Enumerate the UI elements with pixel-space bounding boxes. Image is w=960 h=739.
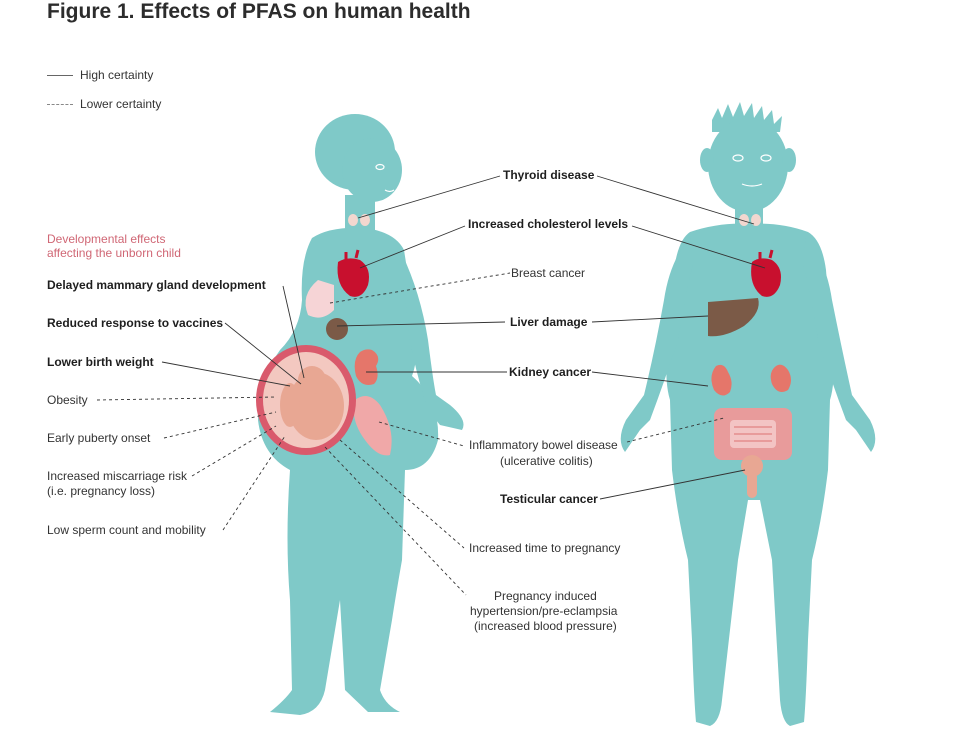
- male-face: [732, 154, 772, 187]
- male-kidney-right: [770, 364, 791, 392]
- male-kidney-left: [711, 364, 732, 396]
- label-hypertension-3: (increased blood pressure): [474, 619, 617, 633]
- label-increased-cholesterol: Increased cholesterol levels: [468, 217, 629, 231]
- male-testicular-organ: [741, 455, 763, 498]
- label-obesity: Obesity: [47, 393, 88, 407]
- developmental-heading-line1: Developmental effects: [47, 232, 166, 246]
- female-kidney: [354, 349, 379, 385]
- label-ibd-sub: (ulcerative colitis): [500, 454, 593, 468]
- label-miscarriage: Increased miscarriage risk: [47, 469, 188, 483]
- label-reduced-vaccine-response: Reduced response to vaccines: [47, 316, 224, 330]
- legend-lower-certainty: Lower certainty: [80, 97, 162, 111]
- label-kidney-cancer: Kidney cancer: [509, 365, 592, 379]
- male-thyroid: [739, 214, 761, 226]
- label-thyroid-disease: Thyroid disease: [503, 168, 595, 182]
- developmental-heading-line2: affecting the unborn child: [47, 246, 181, 260]
- label-breast-cancer: Breast cancer: [511, 266, 586, 280]
- label-hypertension-2: hypertension/pre-eclampsia: [470, 604, 618, 618]
- label-ibd: Inflammatory bowel disease: [469, 438, 618, 452]
- male-intestine: [714, 408, 792, 460]
- connector-lines: [161, 175, 766, 500]
- fetus: [280, 366, 344, 440]
- legend-high-certainty: High certainty: [80, 68, 154, 82]
- label-time-to-pregnancy: Increased time to pregnancy: [469, 541, 621, 555]
- label-hypertension-1: Pregnancy induced: [494, 589, 597, 603]
- breast-organ: [305, 280, 334, 318]
- female-face: [375, 163, 395, 193]
- label-lower-birth-weight: Lower birth weight: [47, 355, 154, 369]
- figure-title: Figure 1. Effects of PFAS on human healt…: [47, 0, 471, 23]
- label-miscarriage-sub: (i.e. pregnancy loss): [47, 484, 156, 498]
- label-liver-damage: Liver damage: [510, 315, 588, 329]
- legend-dashed-line: [47, 104, 73, 105]
- label-low-sperm: Low sperm count and mobility: [47, 523, 206, 537]
- connector-lines-dashed: [96, 272, 725, 596]
- female-intestine: [353, 396, 392, 456]
- legend-solid-line: [47, 75, 73, 76]
- male-heart: [751, 249, 781, 297]
- male-liver: [708, 298, 759, 337]
- label-early-puberty: Early puberty onset: [47, 431, 151, 445]
- label-testicular-cancer: Testicular cancer: [500, 492, 598, 506]
- label-delayed-mammary: Delayed mammary gland development: [47, 278, 266, 292]
- female-liver: [326, 318, 348, 340]
